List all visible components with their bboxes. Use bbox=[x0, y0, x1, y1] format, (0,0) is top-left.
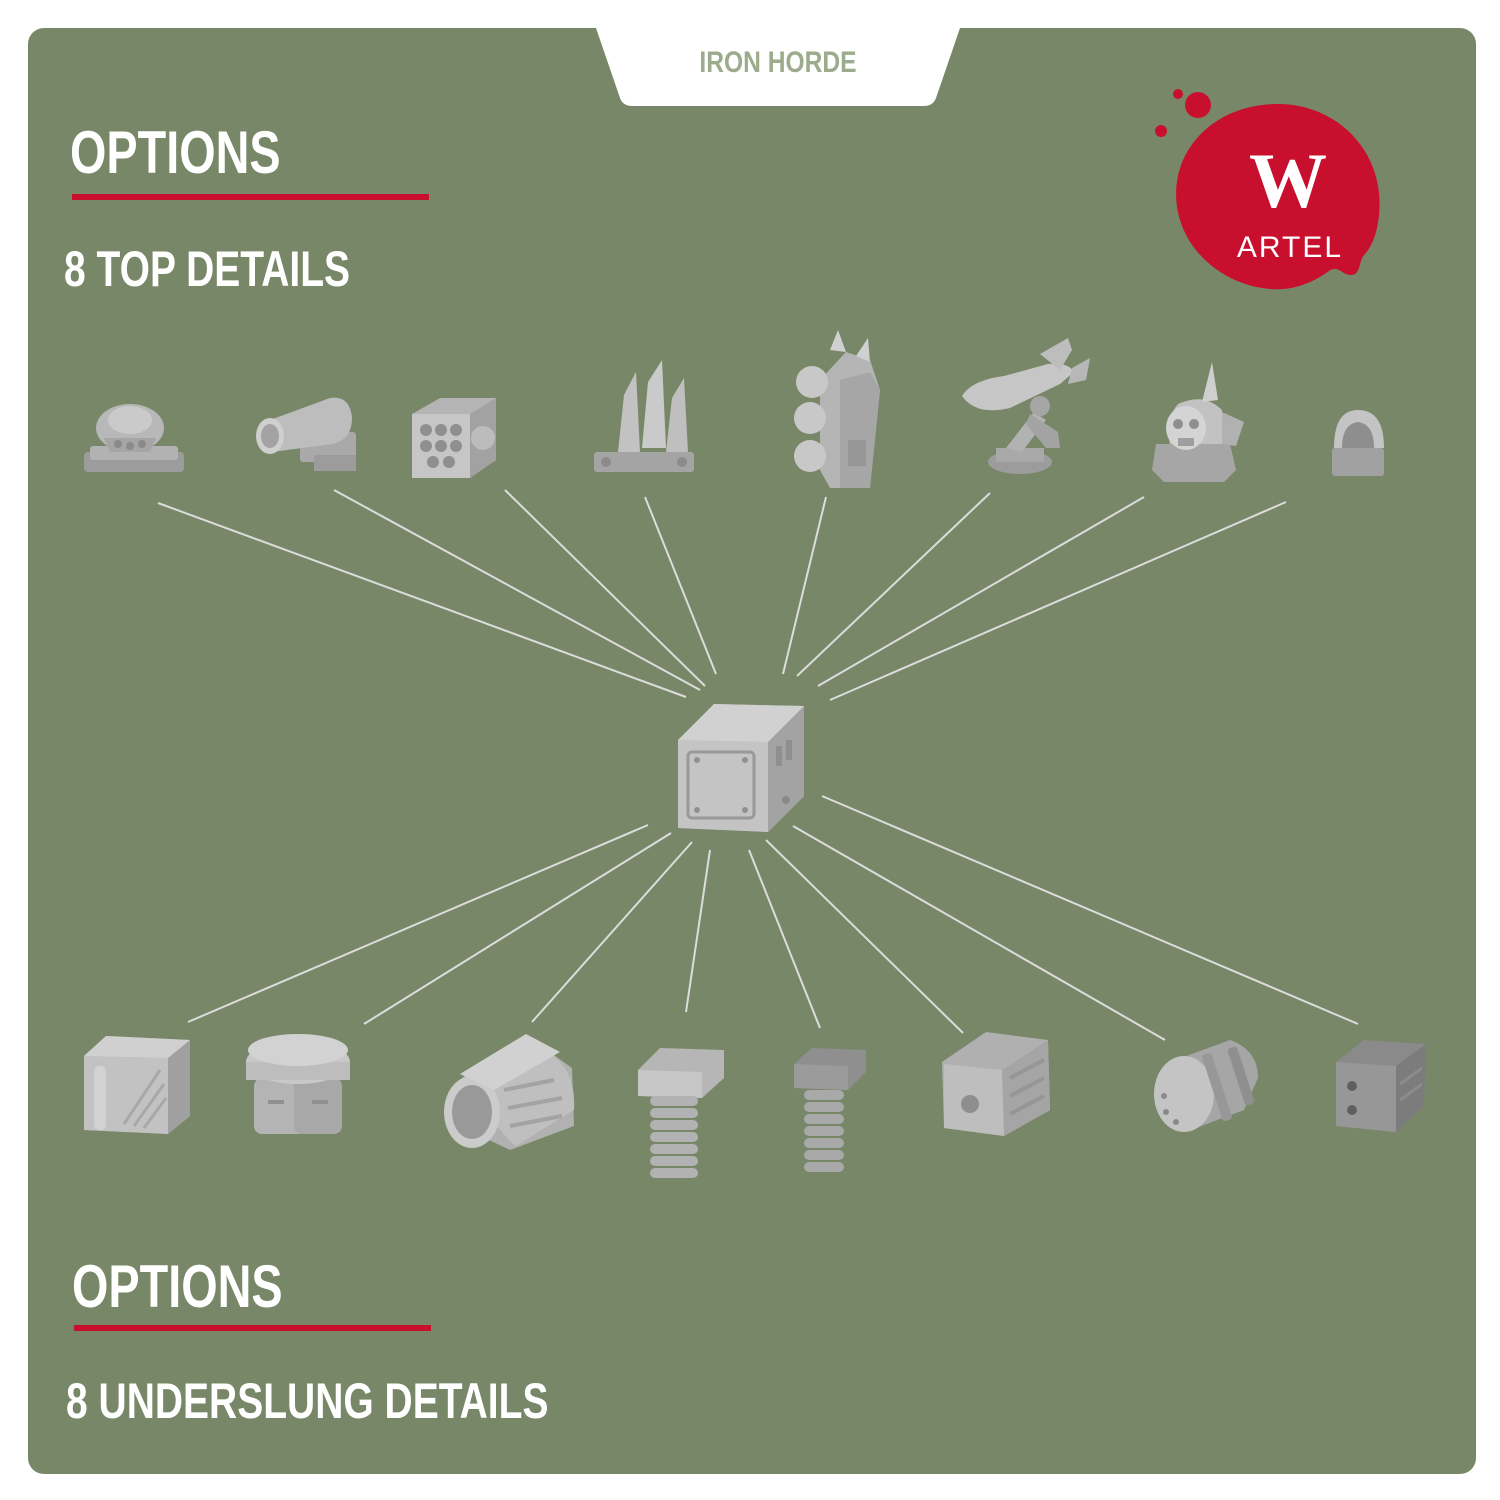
bullet-belt-detail-icon bbox=[638, 1048, 724, 1178]
connector-line bbox=[187, 824, 649, 1023]
title-tab: IRON HORDE bbox=[596, 28, 960, 106]
artel-logo: W ARTEL bbox=[1155, 89, 1380, 290]
underslung-details-subheading: 8 UNDERSLUNG DETAILS bbox=[66, 1373, 549, 1429]
searchlight-detail-icon bbox=[256, 397, 356, 471]
connector-line bbox=[796, 492, 991, 677]
dark-block-detail-icon bbox=[1336, 1040, 1426, 1132]
connector-line bbox=[504, 489, 706, 687]
connector-line bbox=[765, 839, 964, 1034]
skull-grille-detail-icon bbox=[84, 404, 184, 472]
dark-bullet-belt-detail-icon bbox=[794, 1048, 866, 1172]
connector-line bbox=[748, 849, 821, 1029]
missile-launcher-detail-icon bbox=[962, 338, 1090, 474]
spikes-detail-icon bbox=[594, 360, 694, 472]
connector-lines bbox=[157, 489, 1359, 1041]
tab-background bbox=[596, 28, 960, 106]
logo-letter: W bbox=[1249, 137, 1327, 224]
connector-line bbox=[685, 849, 711, 1013]
bomb-detail-icon bbox=[1154, 1040, 1258, 1132]
dome-detail-icon bbox=[1332, 410, 1384, 476]
ammo-box-detail-icon bbox=[84, 1036, 190, 1134]
connector-line bbox=[333, 489, 701, 691]
armored-launcher-detail-icon bbox=[794, 330, 880, 488]
connector-line bbox=[644, 496, 717, 675]
connector-line bbox=[829, 501, 1287, 701]
skull-horn-detail-icon bbox=[1152, 362, 1244, 482]
connector-line bbox=[821, 795, 1359, 1025]
drum-detail-icon bbox=[444, 1034, 575, 1150]
connector-line bbox=[363, 832, 672, 1025]
bottom-heading-underline bbox=[74, 1325, 431, 1331]
connector-line bbox=[817, 496, 1145, 687]
connector-line bbox=[792, 825, 1166, 1041]
bottom-options-heading: OPTIONS bbox=[72, 1253, 283, 1320]
connector-line bbox=[531, 841, 693, 1023]
top-details-subheading: 8 TOP DETAILS bbox=[64, 241, 351, 297]
logo-text: ARTEL bbox=[1237, 231, 1343, 264]
top-heading-underline bbox=[72, 194, 429, 200]
gear-housing-detail-icon bbox=[942, 1032, 1050, 1136]
connector-line bbox=[782, 496, 827, 675]
central-box-icon bbox=[678, 704, 804, 832]
rocket-pod-detail-icon bbox=[412, 398, 496, 478]
top-options-heading: OPTIONS bbox=[70, 119, 281, 186]
connector-line bbox=[157, 502, 687, 698]
twin-canister-detail-icon bbox=[246, 1034, 350, 1134]
tab-title: IRON HORDE bbox=[699, 46, 857, 79]
